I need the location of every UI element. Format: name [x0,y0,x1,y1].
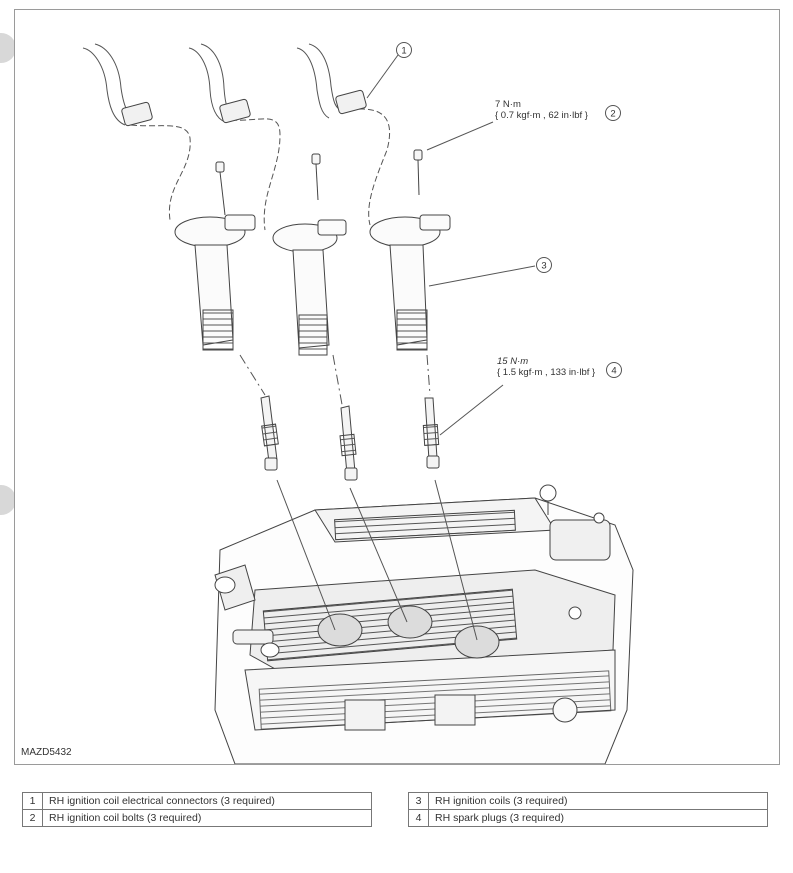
harness-leads [82,43,391,231]
callout-circle-4 [606,362,622,378]
legend-description: RH spark plugs (3 required) [428,809,768,827]
exploded-view-illustration: 1 2 3 4 [82,42,634,764]
legend-number: 1 [22,792,43,810]
binder-tab-top [0,33,16,63]
spark-plugs [260,395,440,481]
callout-number-1: 1 [401,46,406,57]
legend-table-right: 3 RH ignition coils (3 required) 4 RH sp… [408,792,768,827]
callout-circle-1 [396,42,412,58]
legend-row: 2 RH ignition coil bolts (3 required) [22,809,372,827]
callout-circle-2 [605,105,621,121]
torque-spec-coil-bolt-imperial: { 0.7 kgf·m , 62 in·lbf } [495,110,588,121]
legend-description: RH ignition coil electrical connectors (… [42,792,372,810]
legend-table-left: 1 RH ignition coil electrical connectors… [22,792,372,827]
coil-bolts [215,149,423,216]
callout-number-4: 4 [611,366,616,377]
callout-number-2: 2 [610,109,615,120]
engine-cylinder-head [214,484,634,764]
legend-description: RH ignition coil bolts (3 required) [42,809,372,827]
legend-row: 1 RH ignition coil electrical connectors… [22,792,372,810]
torque-spec-coil-bolt: 7 N·m { 0.7 kgf·m , 62 in·lbf } [495,99,588,121]
binder-tab-bottom [0,485,16,515]
torque-spec-spark-plug-imperial: { 1.5 kgf·m , 133 in·lbf } [497,367,596,378]
legend-number: 4 [408,809,429,827]
callout-circle-3 [536,257,552,273]
legend-description: RH ignition coils (3 required) [428,792,768,810]
torque-spec-coil-bolt-nm: 7 N·m [495,99,521,110]
legend-row: 3 RH ignition coils (3 required) [408,792,768,810]
illustration-frame: 1 2 3 4 7 N·m { 0.7 kgf·m , 62 in·lbf } … [14,9,780,765]
ignition-coils [174,214,451,356]
coil-connectors [121,89,367,127]
legend-row: 4 RH spark plugs (3 required) [408,809,768,827]
callout-number-3: 3 [541,261,546,272]
callout-leaders [366,42,622,436]
legend-number: 3 [408,792,429,810]
torque-spec-spark-plug: 15 N·m { 1.5 kgf·m , 133 in·lbf } [497,356,595,378]
legend-number: 2 [22,809,43,827]
figure-id: MAZD5432 [21,747,72,758]
assembly-center-lines [239,354,478,641]
torque-spec-spark-plug-nm: 15 N·m [497,356,529,367]
